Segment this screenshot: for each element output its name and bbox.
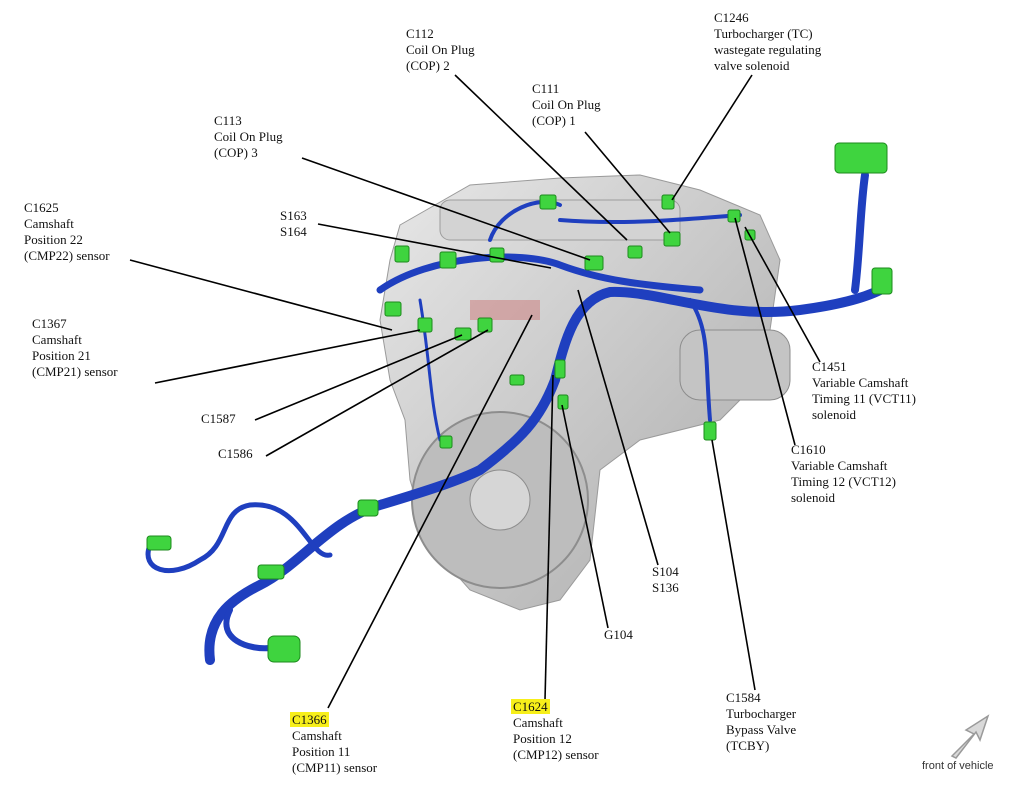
- callout-c1587-id: C1587: [201, 411, 236, 426]
- leader-lines: [129, 74, 821, 709]
- callout-c1451-line1: Variable Camshaft: [812, 375, 909, 390]
- callout-c113-id: C113: [214, 113, 242, 128]
- callout-c1451-line2: Timing 11 (VCT11): [812, 391, 917, 406]
- callout-c1367-line2: Position 21: [32, 348, 91, 363]
- callout-c111: C111 Coil On Plug (COP) 1: [532, 81, 601, 129]
- callout-c1587: C1587: [201, 411, 236, 427]
- callout-s104-id: S104: [652, 564, 679, 579]
- callout-c1246: C1246 Turbocharger (TC) wastegate regula…: [714, 10, 821, 74]
- callout-c1367-id: C1367: [32, 316, 67, 331]
- callout-c1366-line1: Camshaft: [292, 728, 342, 743]
- callout-c1610-id: C1610: [791, 442, 826, 457]
- engine-block: [379, 174, 791, 611]
- callout-c1366-line2: Position 11: [292, 744, 351, 759]
- callout-c1366-line3: (CMP11) sensor: [292, 760, 378, 775]
- callout-c1625-line3: (CMP22) sensor: [24, 248, 110, 263]
- callout-s163-id: S163: [280, 208, 307, 223]
- callout-c113-line1: Coil On Plug: [214, 129, 283, 144]
- callout-s136-id: S136: [652, 580, 679, 595]
- callout-c113: C113 Coil On Plug (COP) 3: [214, 113, 283, 161]
- callout-c112: C112 Coil On Plug (COP) 2: [406, 26, 475, 74]
- callout-c1586-id: C1586: [218, 446, 253, 461]
- callout-c1367-line3: (CMP21) sensor: [32, 364, 118, 379]
- callout-g104-id: G104: [604, 627, 633, 642]
- callout-c1624: C1624 Camshaft Position 12 (CMP12) senso…: [511, 699, 599, 763]
- callout-c111-line2: (COP) 1: [532, 113, 576, 128]
- callout-c113-line2: (COP) 3: [214, 145, 258, 160]
- callout-c1610-line1: Variable Camshaft: [791, 458, 888, 473]
- callout-c1625-id: C1625: [24, 200, 59, 215]
- callout-c1610: C1610 Variable Camshaft Timing 12 (VCT12…: [791, 442, 896, 506]
- callout-c1246-line1: Turbocharger (TC): [714, 26, 813, 41]
- callout-c111-id: C111: [532, 81, 560, 96]
- callout-c112-line2: (COP) 2: [406, 58, 450, 73]
- front-of-vehicle-arrow-icon: [944, 712, 992, 760]
- callout-c1624-line2: Position 12: [513, 731, 572, 746]
- callout-c1246-line3: valve solenoid: [714, 58, 790, 73]
- callout-c1584-line3: (TCBY): [726, 738, 770, 753]
- callout-s164-id: S164: [280, 224, 307, 239]
- callout-c1451: C1451 Variable Camshaft Timing 11 (VCT11…: [812, 359, 916, 423]
- callout-c1367-line1: Camshaft: [32, 332, 82, 347]
- callout-c1246-line2: wastegate regulating: [714, 42, 822, 57]
- callout-c111-line1: Coil On Plug: [532, 97, 601, 112]
- callout-c1624-line3: (CMP12) sensor: [513, 747, 599, 762]
- callout-c1586: C1586: [218, 446, 253, 462]
- callout-c1584-id: C1584: [726, 690, 761, 705]
- callout-c1610-line3: solenoid: [791, 490, 836, 505]
- callout-c1625: C1625 Camshaft Position 22 (CMP22) senso…: [24, 200, 110, 264]
- callout-c1246-id: C1246: [714, 10, 749, 25]
- callout-g104: G104: [604, 627, 633, 643]
- callout-c1584: C1584 Turbocharger Bypass Valve (TCBY): [726, 690, 796, 754]
- front-of-vehicle-label: front of vehicle: [922, 760, 994, 772]
- callout-c1366: C1366 Camshaft Position 11 (CMP11) senso…: [290, 712, 378, 776]
- callout-c112-id: C112: [406, 26, 434, 41]
- callout-c112-line1: Coil On Plug: [406, 42, 475, 57]
- callout-c1366-id: C1366: [290, 712, 329, 727]
- callout-c1624-id: C1624: [511, 699, 550, 714]
- callout-s104: S104 S136: [652, 564, 679, 596]
- callout-c1584-line1: Turbocharger: [726, 706, 797, 721]
- callout-c1451-id: C1451: [812, 359, 847, 374]
- callout-c1584-line2: Bypass Valve: [726, 722, 797, 737]
- callout-c1624-line1: Camshaft: [513, 715, 563, 730]
- callout-c1367: C1367 Camshaft Position 21 (CMP21) senso…: [32, 316, 118, 380]
- callout-c1625-line1: Camshaft: [24, 216, 74, 231]
- callout-c1610-line2: Timing 12 (VCT12): [791, 474, 896, 489]
- callout-c1451-line3: solenoid: [812, 407, 857, 422]
- callout-c1625-line2: Position 22: [24, 232, 83, 247]
- callout-s163: S163 S164: [280, 208, 307, 240]
